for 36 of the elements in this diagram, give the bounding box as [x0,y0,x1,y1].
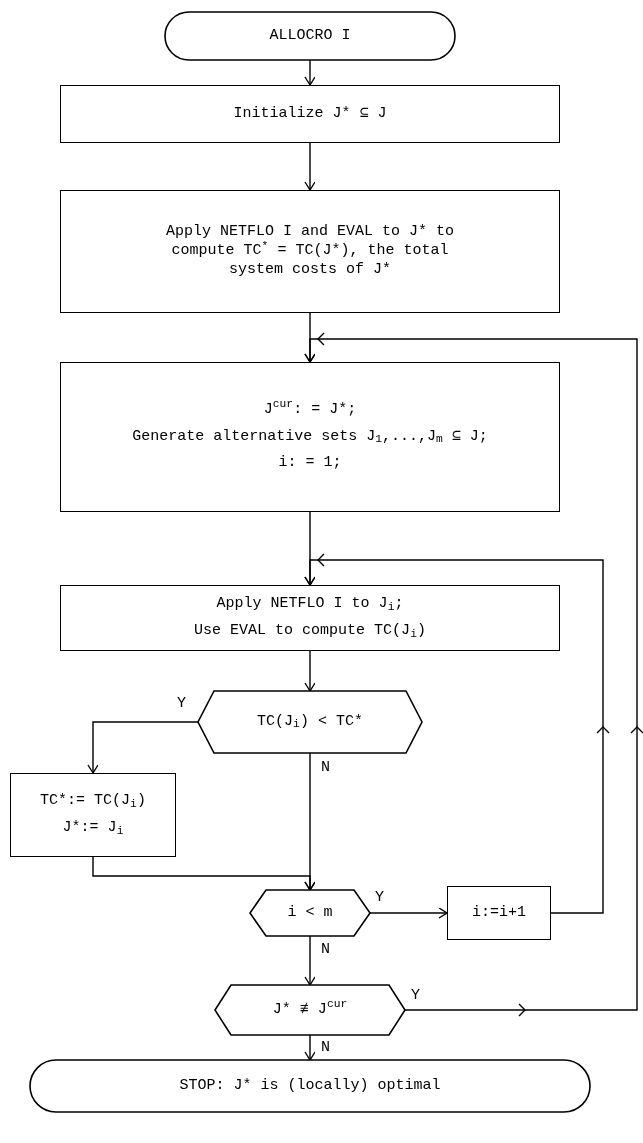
decision-hexagon [215,985,405,1035]
node-text: i:=i+1 [472,903,526,923]
node-text: TC*:= TC(J$_{i}$) [40,792,146,811]
arrow [87,721,199,774]
node-text: TC(J$_{i}$) < TC* [257,712,363,732]
node-text: i: = 1; [278,454,342,474]
node-text: J$^{cur}$: = J*; [263,400,357,420]
node-text: Apply NETFLO I and EVAL to J* to compute TC$^{*}$ = TC(J*), the total system costs of J* [164,223,455,280]
node-text: J*:= J$_{i}$ [62,819,124,838]
process-box [60,190,560,313]
arrow [304,332,643,1017]
terminal-box [30,1060,590,1112]
decision-hexagon [250,890,370,936]
node-text: Use EVAL to compute TC(J$_{i}$) [194,622,426,641]
node-text: i < m [287,903,333,923]
arrow [304,650,316,692]
decision-hexagon [198,691,422,753]
arrow [304,935,316,986]
node-text: ALLOCRO I [269,26,351,46]
node-text: Apply NETFLO I to J$_{i}$; [216,595,404,614]
arrow [304,1034,316,1061]
node-text: STOP: J* is (locally) optimal [179,1076,441,1096]
arrow [304,142,316,191]
process-box [10,773,176,857]
node-text: J* ≢ J$^{cur}$ [272,1000,348,1020]
arrow [92,856,316,891]
arrow [304,553,610,914]
terminal-box [165,12,455,60]
node-text: Initialize J* ⊆ J [233,104,387,124]
process-box [60,585,560,651]
node-text: Generate alternative sets J$_{1}$,...,J$_{m}$ ⊆ J; [132,427,488,447]
arrow [369,907,448,919]
arrow [304,59,316,86]
process-box [60,362,560,512]
process-box [60,85,560,143]
process-box [447,886,551,940]
